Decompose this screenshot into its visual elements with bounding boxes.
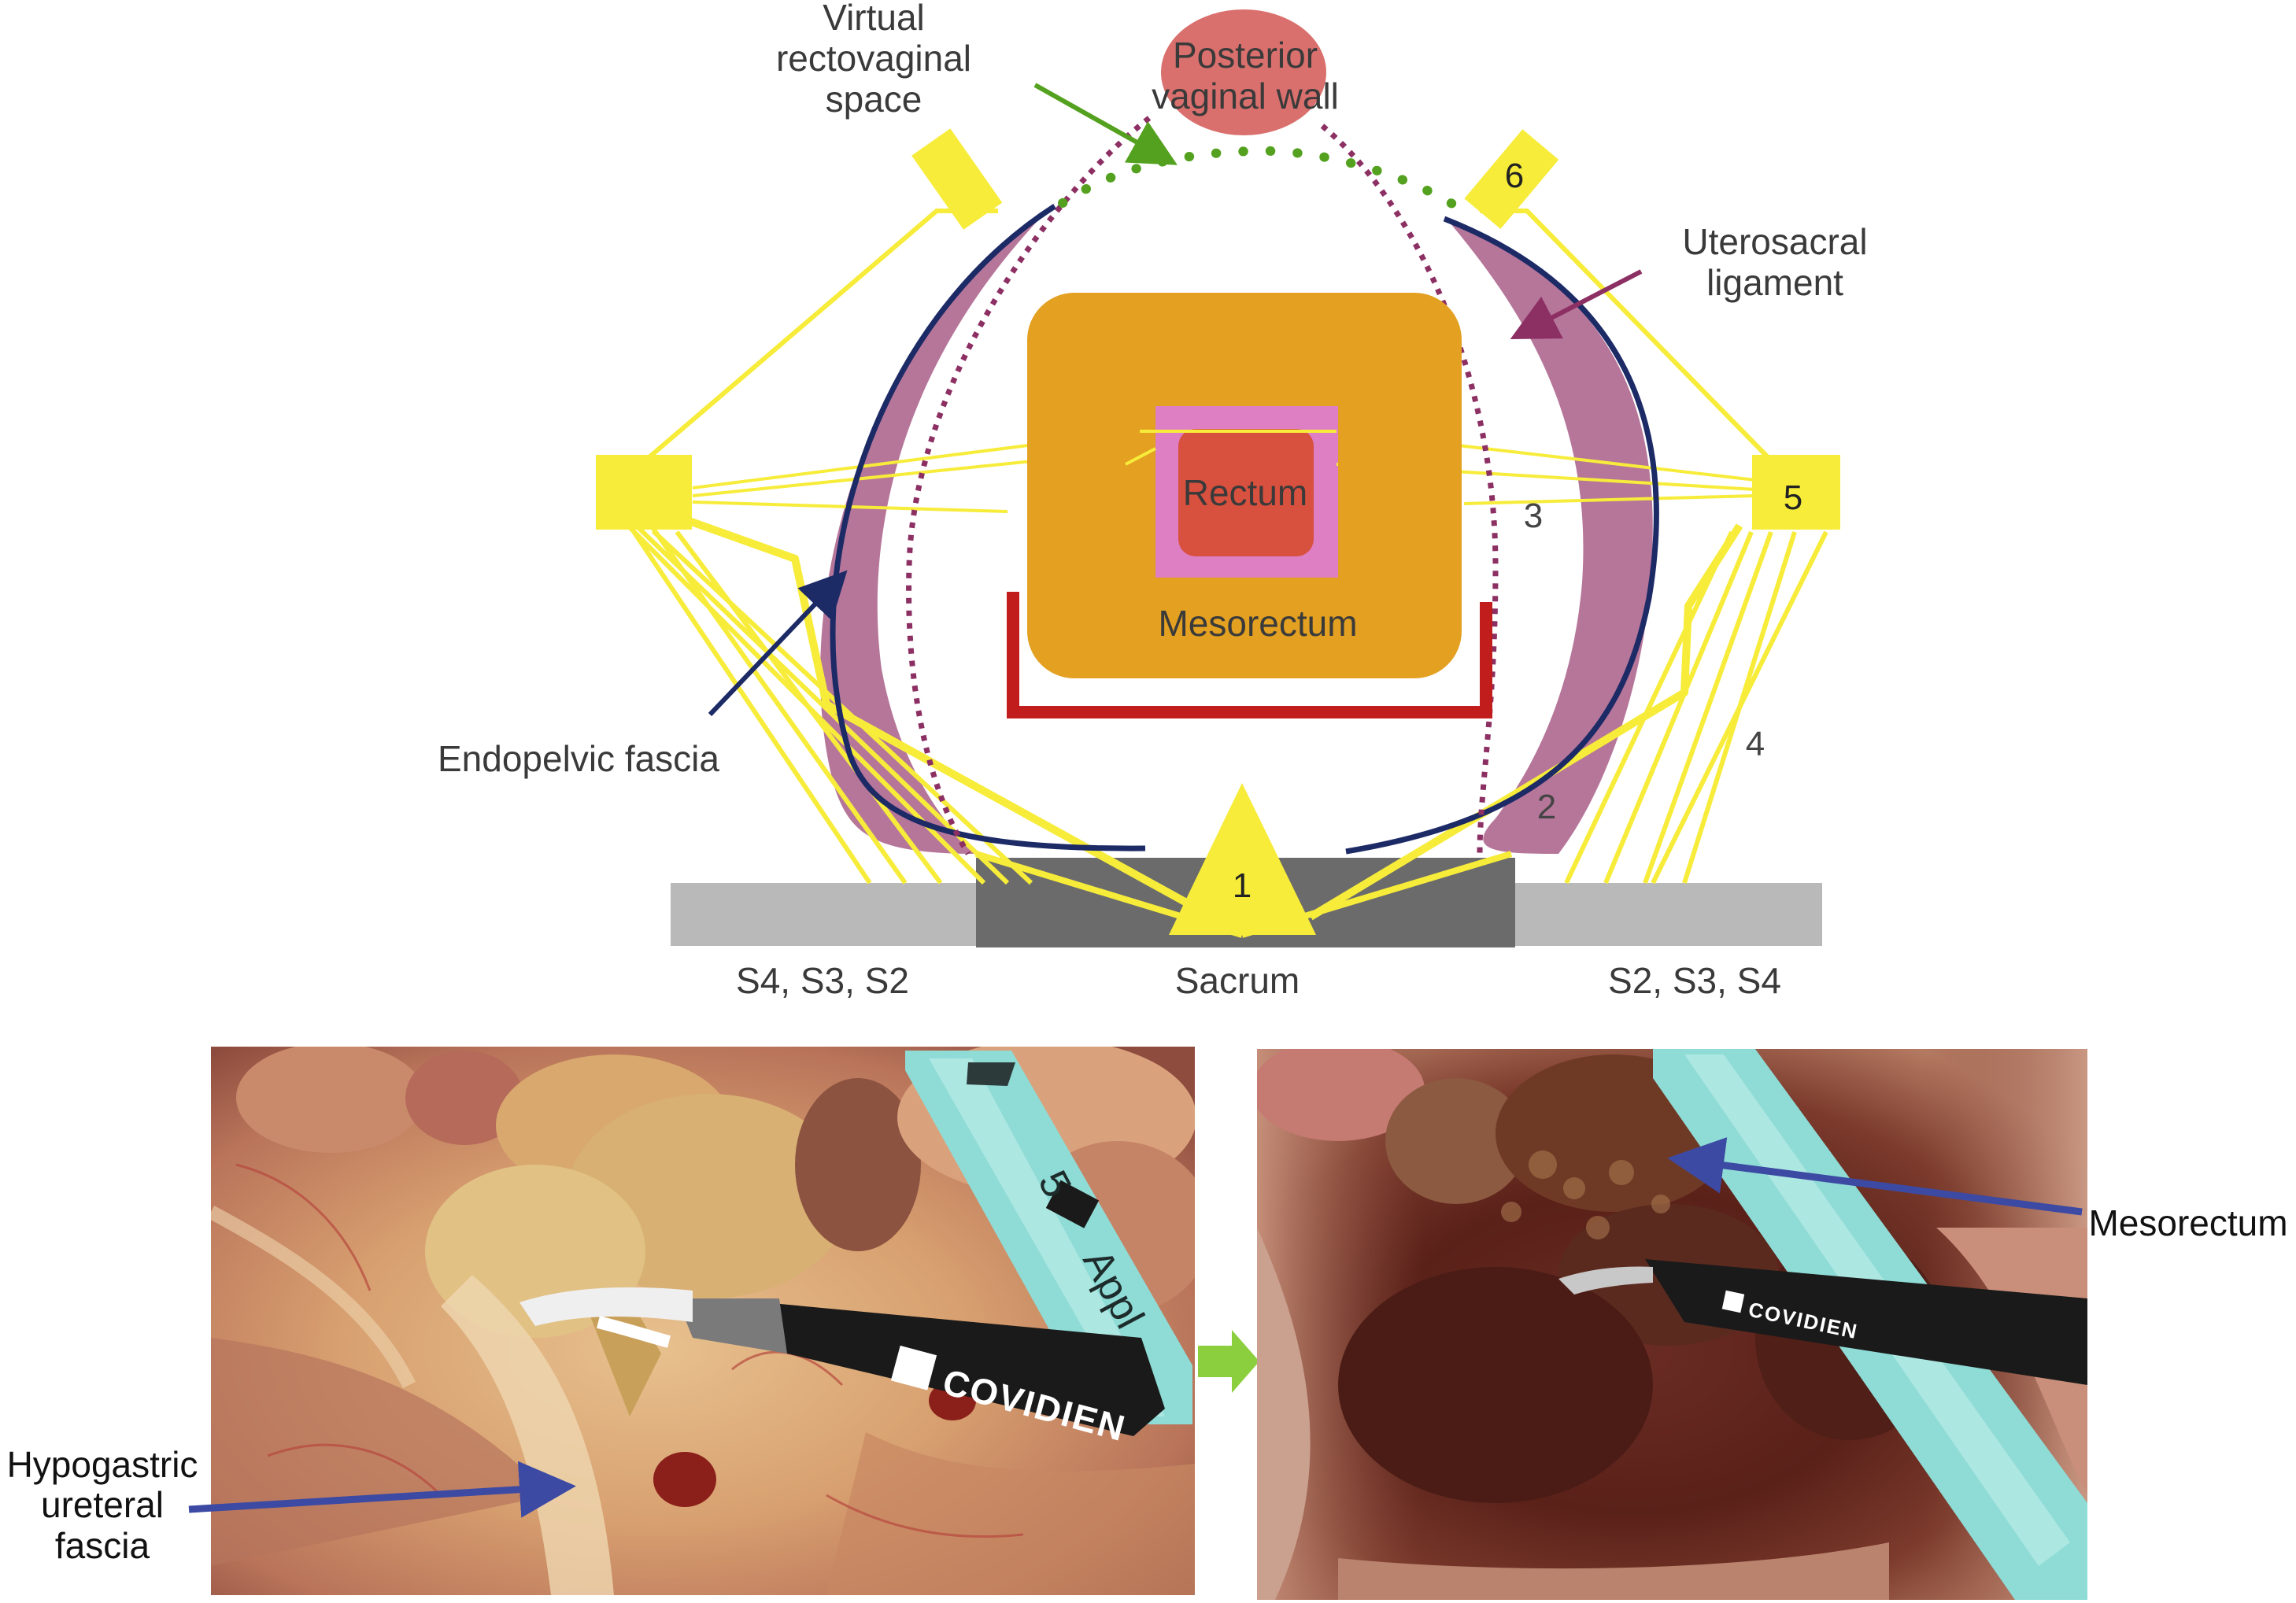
hypogastric-label-3: fascia [55, 1525, 150, 1566]
number-1: 1 [1233, 866, 1252, 905]
sacrum-label: Sacrum [1175, 960, 1300, 1001]
virtual-space-label-2: rectovaginal [776, 38, 971, 79]
posterior-wall-label-1: Posterior [1173, 35, 1318, 76]
sacrum-side-left [671, 883, 982, 946]
number-2: 2 [1537, 788, 1556, 826]
photo-left: 5 Appl COVIDIEN [211, 1039, 1212, 1595]
s-right-label: S2, S3, S4 [1608, 960, 1781, 1001]
posterior-wall-label-2: vaginal wall [1152, 76, 1339, 116]
hypogastric-label-2: ureteral [41, 1484, 164, 1525]
endopelvic-label: Endopelvic fascia [438, 738, 719, 779]
uterosacral-label-1: Uterosacral [1682, 221, 1867, 262]
sacrum-side-right [1515, 883, 1822, 946]
photo-right: COVIDIEN [1252, 1039, 2087, 1600]
number-3: 3 [1524, 497, 1543, 535]
nerve-node-left [596, 455, 692, 530]
virtual-space-label-3: space [826, 79, 922, 120]
number-4: 4 [1746, 725, 1765, 763]
transition-arrow-icon [1198, 1330, 1259, 1393]
uterosacral-label-2: ligament [1706, 262, 1843, 303]
number-5: 5 [1784, 478, 1802, 517]
mesorectum-label: Mesorectum [1158, 603, 1357, 644]
mesorectum-photo-label: Mesorectum [2088, 1202, 2287, 1243]
s-left-label: S4, S3, S2 [736, 960, 909, 1001]
rectum-label: Rectum [1183, 472, 1307, 513]
number-6: 6 [1505, 157, 1524, 195]
virtual-rectovaginal-space [1063, 151, 1456, 206]
virtual-space-arrow [1035, 85, 1161, 156]
virtual-space-label-1: Virtual [823, 0, 925, 38]
hypogastric-label-1: Hypogastric [7, 1444, 198, 1485]
nerve-tab-left [911, 128, 1002, 230]
uterosacral-ligament-right [1444, 216, 1653, 854]
